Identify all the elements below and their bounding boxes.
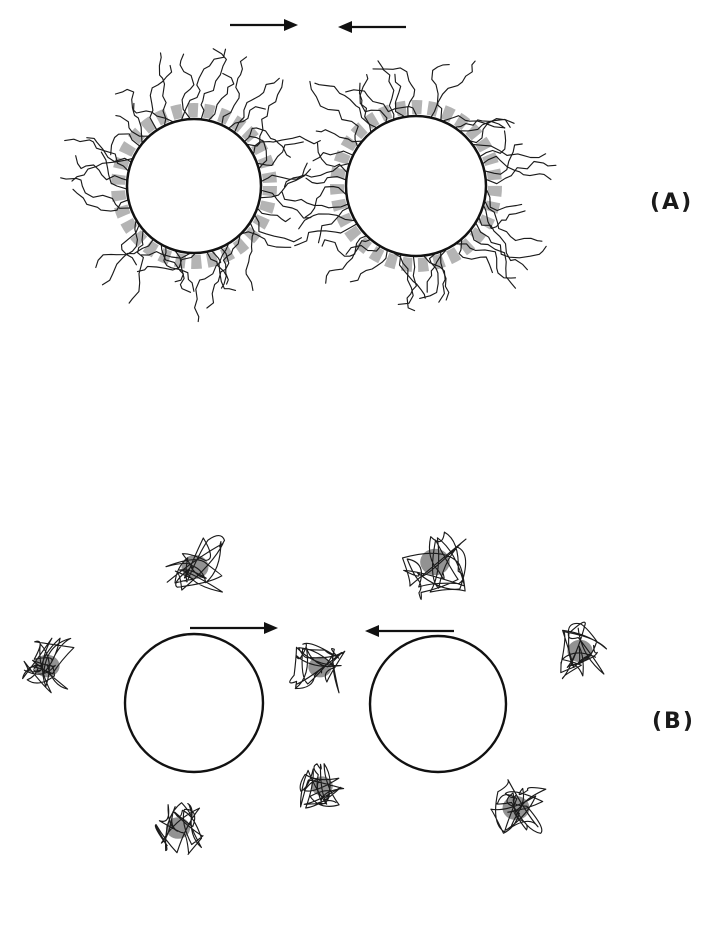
- panel-b-arrow-right: [190, 622, 278, 634]
- panel-b-coil: [403, 532, 467, 599]
- panel-a-right-brush-chain: [476, 224, 546, 258]
- panel-a-right-brush-chain: [310, 82, 358, 146]
- panel-b-label: (B): [652, 709, 695, 734]
- panel-a-arrow-left: [338, 21, 406, 33]
- panel-b-coil: [300, 764, 343, 808]
- panel-a-left-brush-chain: [103, 240, 153, 285]
- panel-a-arrow-right: [230, 19, 298, 31]
- panel-b-coil-core: [420, 549, 450, 575]
- panel-b-coil-layer: [23, 532, 607, 854]
- panel-a-label: (A): [650, 190, 693, 215]
- panel-b-particle-right: [370, 636, 506, 772]
- panel-b: (B): [23, 532, 695, 854]
- panel-a-particle-left: [127, 119, 261, 253]
- panel-a: (A): [61, 19, 693, 322]
- panel-a-particle-right: [346, 116, 486, 256]
- panel-b-particle-left: [125, 634, 263, 772]
- panel-b-coil: [23, 638, 74, 693]
- panel-b-coil: [166, 536, 225, 592]
- panel-a-right-brush-chain: [306, 177, 345, 184]
- panel-a-left-brush-chain: [134, 103, 173, 121]
